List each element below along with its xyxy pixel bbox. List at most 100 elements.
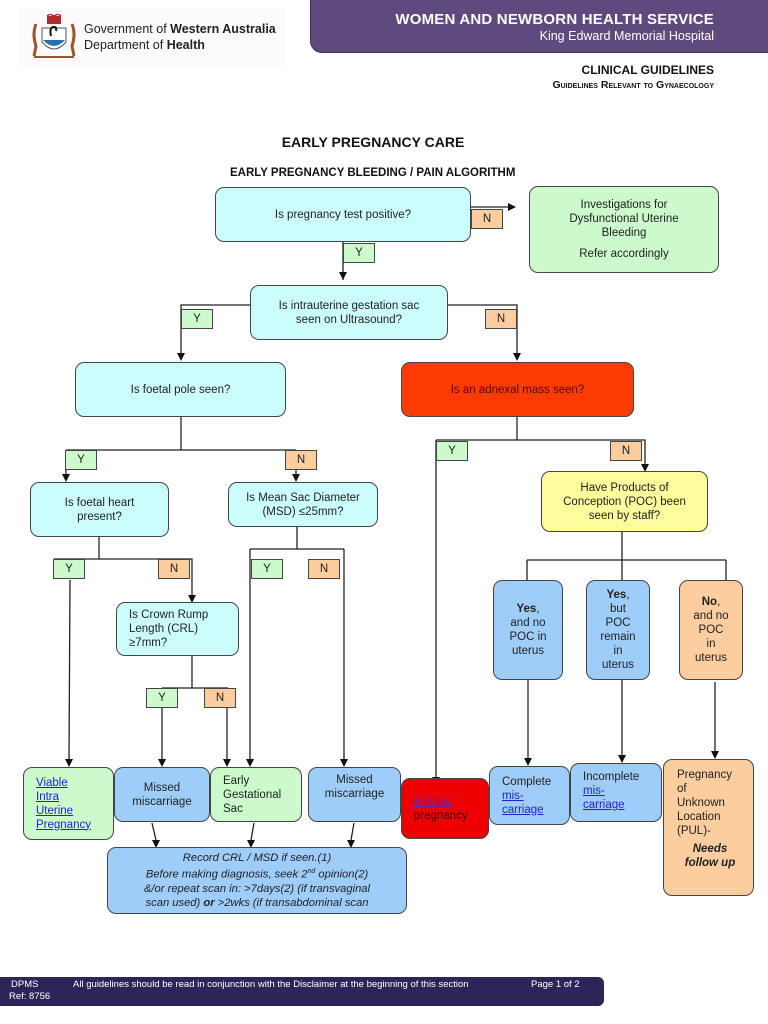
outcome-ectopic-pregnancy[interactable]: Ectopic pregnancy: [401, 778, 489, 839]
connector-heart-split: [54, 537, 193, 595]
tag-yes: Y: [251, 559, 283, 579]
node-text: Unknown: [677, 797, 725, 809]
node-text: Yes,: [606, 589, 630, 601]
node-poc-yes-remaining: Yes, but POC remain in uterus: [586, 580, 650, 680]
node-text: in: [613, 645, 623, 657]
node-text: Length (CRL): [129, 623, 199, 635]
arrowhead: [246, 759, 254, 767]
connector-msd-split: [249, 527, 345, 760]
node-text: Incomplete: [583, 771, 640, 783]
node-text: miscarriage: [324, 788, 385, 800]
outcome-missed-miscarriage-msd: Missed miscarriage: [308, 767, 401, 822]
guidelines-category: Guidelines Relevant to Gynaecology: [552, 79, 714, 91]
footer-dpms: DPMS: [11, 979, 39, 990]
arrowhead: [508, 203, 516, 211]
node-adnexal-mass: Is an adnexal mass seen?: [401, 362, 634, 417]
follow-up-note: Needs: [692, 843, 728, 855]
viable-iup-link[interactable]: Pregnancy: [36, 818, 91, 831]
node-text: miscarriage: [132, 795, 192, 808]
arrowhead: [618, 755, 626, 763]
node-foetal-heart: Is foetal heart present?: [30, 482, 169, 537]
connector-pole-split: [65, 416, 297, 475]
node-text: Is foetal pole seen?: [130, 383, 231, 396]
tag-no: N: [308, 559, 340, 579]
node-text: uterus: [602, 659, 634, 671]
node-text: of: [677, 783, 687, 795]
connector-missed-record: [151, 822, 157, 841]
tag-no: N: [485, 309, 517, 329]
node-text: Sac: [223, 802, 243, 815]
arrowhead: [513, 353, 521, 361]
node-text: POC in: [509, 631, 547, 643]
arrowhead: [347, 840, 355, 848]
node-products-of-conception: Have Products of Conception (POC) been s…: [541, 471, 708, 532]
node-text: Yes,: [516, 603, 540, 615]
viable-iup-link[interactable]: Uterine: [36, 804, 74, 817]
viable-iup-link[interactable]: Intra: [36, 790, 60, 803]
coat-of-arms-icon: [32, 14, 76, 58]
node-text: Is foetal heart: [64, 496, 135, 509]
outcome-incomplete-miscarriage[interactable]: Incomplete mis- carriage: [570, 763, 662, 822]
node-text: seen by staff?: [588, 509, 661, 522]
node-foetal-pole: Is foetal pole seen?: [75, 362, 286, 417]
node-text: present?: [77, 510, 122, 523]
footer-ref: Ref: 8756: [9, 991, 51, 1002]
tag-no: N: [204, 688, 236, 708]
tag-no: N: [285, 450, 317, 470]
miscarriage-link[interactable]: mis-: [583, 785, 605, 797]
viable-iup-link[interactable]: Viable: [36, 776, 68, 789]
node-text: Missed: [336, 774, 373, 786]
arrowhead: [62, 474, 70, 482]
node-dub-investigation: Investigations for Dysfunctional Uterine…: [529, 186, 719, 273]
node-text: remain: [600, 631, 636, 643]
node-text: Complete: [502, 775, 552, 788]
service-title: WOMEN AND NEWBORN HEALTH SERVICE: [395, 11, 714, 28]
arrowhead: [641, 464, 649, 472]
node-text: and no: [510, 617, 546, 629]
node-pregnancy-test: Is pregnancy test positive?: [215, 187, 471, 242]
node-text: Is Crown Rump: [129, 609, 209, 621]
miscarriage-link[interactable]: carriage: [583, 799, 625, 811]
arrowhead: [152, 840, 160, 848]
note-line: Before making diagnosis, seek 2nd opinio…: [145, 868, 369, 881]
connector-sac-yes: [180, 304, 250, 355]
note-line: &/or repeat scan in: >7days(2) (if trans…: [143, 882, 371, 895]
node-mean-sac-diameter: Is Mean Sac Diameter (MSD) ≤25mm?: [228, 482, 378, 527]
footer-page-number: Page 1 of 2: [531, 979, 580, 990]
node-text: but: [610, 603, 626, 615]
arrowhead: [340, 759, 348, 767]
ectopic-link[interactable]: Ectopic: [414, 795, 452, 808]
arrowhead: [188, 595, 196, 603]
node-poc-no: No, and no POC in uterus: [679, 580, 743, 680]
outcome-missed-miscarriage-crl: Missed miscarriage: [114, 767, 210, 822]
tag-yes: Y: [436, 441, 468, 461]
node-text: in: [706, 638, 716, 650]
node-text: Is intrauterine gestation sac: [278, 299, 420, 312]
note-line: Record CRL / MSD if seen.(1): [182, 852, 332, 865]
algorithm-title: EARLY PREGNANCY BLEEDING / PAIN ALGORITH…: [230, 167, 516, 179]
node-text: uterus: [512, 645, 544, 657]
connector-sac-record: [250, 822, 255, 841]
node-text: uterus: [695, 652, 727, 664]
miscarriage-link[interactable]: mis-: [502, 789, 524, 802]
connector-heart-yes-viable: [68, 579, 71, 761]
connector-poc-split: [526, 531, 727, 580]
node-text: Investigations for: [580, 199, 668, 211]
node-text: pregnancy: [414, 809, 468, 822]
page-title: EARLY PREGNANCY CARE: [281, 134, 465, 150]
outcome-complete-miscarriage[interactable]: Complete mis- carriage: [489, 766, 570, 825]
header-band: [310, 0, 768, 53]
footer-disclaimer: All guidelines should be read in conjunc…: [73, 979, 469, 990]
follow-up-note: follow up: [684, 857, 736, 869]
outcome-viable-iup[interactable]: Viable Intra Uterine Pregnancy: [23, 767, 114, 840]
connector-sac-no: [448, 304, 518, 355]
connector-adnexal-split: [435, 416, 646, 778]
node-text: Refer accordingly: [579, 248, 669, 260]
arrowhead: [711, 751, 719, 759]
node-text: No,: [701, 596, 721, 608]
node-crown-rump-length: Is Crown Rump Length (CRL) ≥7mm?: [116, 602, 239, 656]
outcome-pregnancy-unknown-location: Pregnancy of Unknown Location (PUL)- Nee…: [663, 759, 754, 896]
miscarriage-link[interactable]: carriage: [502, 803, 544, 816]
tag-yes: Y: [65, 450, 97, 470]
